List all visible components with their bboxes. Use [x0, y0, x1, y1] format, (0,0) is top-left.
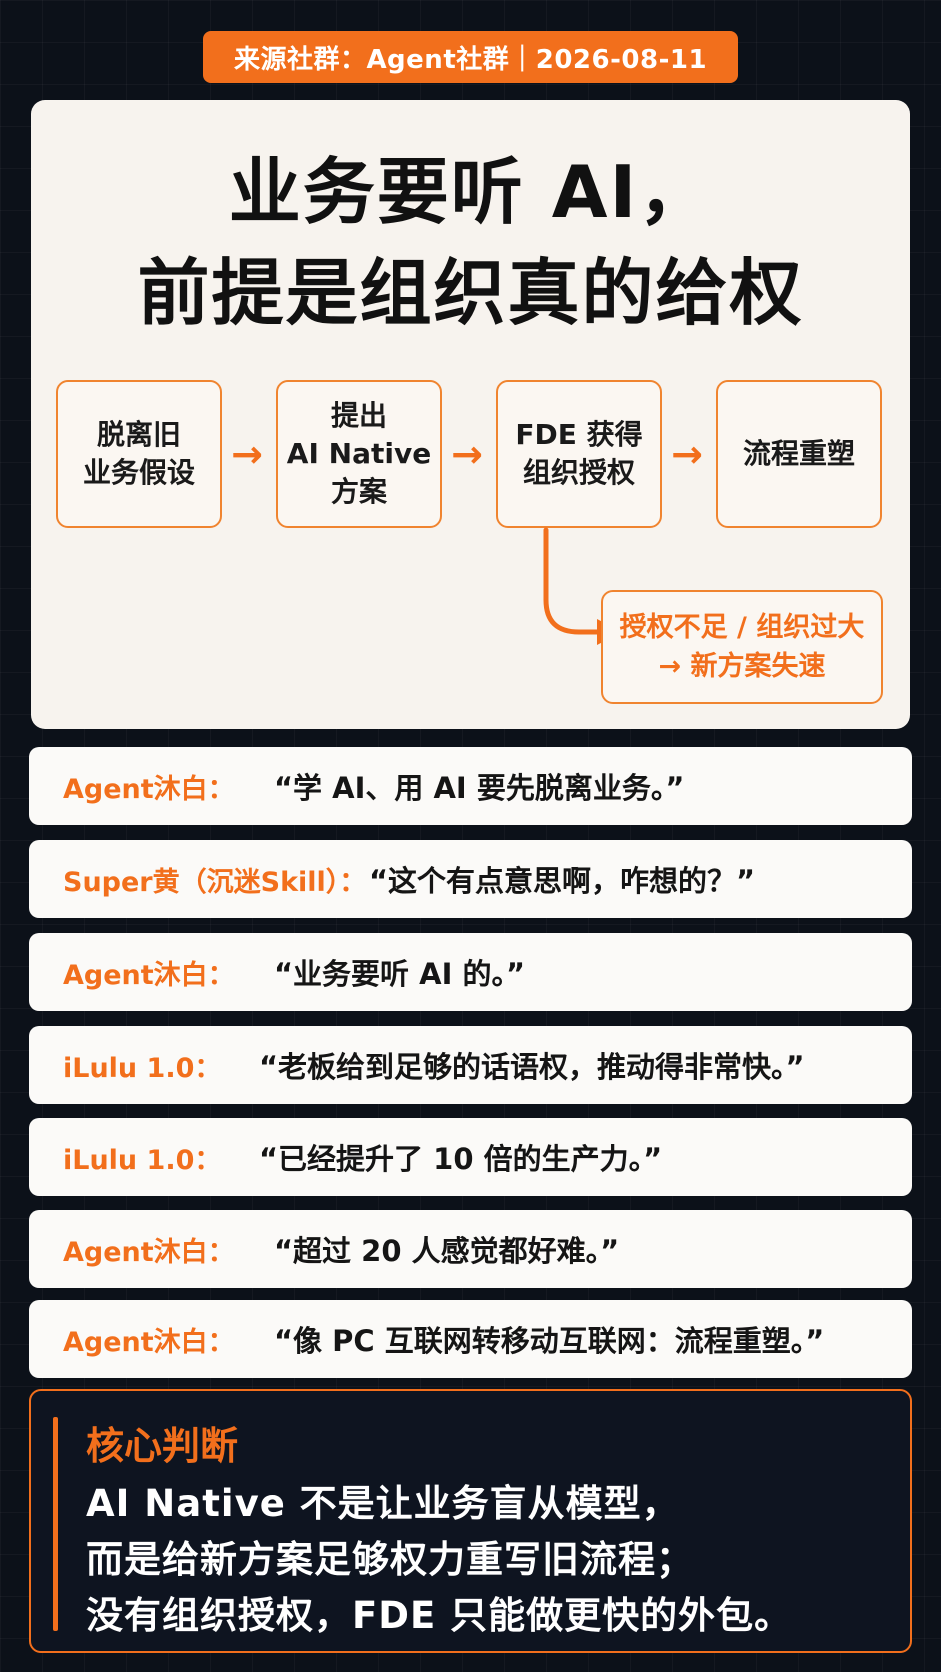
flow-step-fde-authorization: FDE 获得 组织授权	[496, 380, 662, 528]
warning-line-2: → 新方案失速	[658, 651, 826, 682]
core-line: AI Native 不是让业务盲从模型，	[86, 1482, 680, 1525]
flow-step-text: 脱离旧	[96, 418, 181, 452]
quote-text: “业务要听 AI 的。”	[274, 957, 526, 991]
quote-text: “老板给到足够的话语权，推动得非常快。”	[259, 1050, 805, 1084]
headline-line-1: 业务要听 AI，	[228, 150, 713, 234]
flow-step-text: 方案	[330, 474, 387, 508]
core-judgment-box: 核心判断 AI Native 不是让业务盲从模型， 而是给新方案足够权力重写旧流…	[29, 1389, 912, 1653]
quote-card: Agent沐白： “业务要听 AI 的。”	[29, 933, 912, 1011]
flow-step-text: 组织授权	[522, 456, 635, 489]
quote-speaker: Agent沐白：	[63, 773, 235, 805]
quote-text: “已经提升了 10 倍的生产力。”	[259, 1142, 663, 1176]
quote-card: Agent沐白： “像 PC 互联网转移动互联网：流程重塑。”	[29, 1300, 912, 1378]
core-line: 没有组织授权，FDE 只能做更快的外包。	[86, 1594, 793, 1637]
quote-speaker: Agent沐白：	[63, 1236, 235, 1268]
quote-speaker: Super黄（沉迷Skill）：	[63, 866, 367, 898]
flow-step-text: 业务假设	[82, 456, 195, 489]
headline-line-2: 前提是组织真的给权	[137, 251, 804, 335]
source-tag: 来源社群：Agent社群｜2026-08-11	[203, 31, 738, 83]
quote-speaker: Agent沐白：	[63, 1326, 235, 1358]
quote-text: “学 AI、用 AI 要先脱离业务。”	[274, 771, 685, 805]
quote-card: iLulu 1.0： “已经提升了 10 倍的生产力。”	[29, 1118, 912, 1196]
flow-step-leave-old-assumptions: 脱离旧 业务假设	[56, 380, 222, 528]
flow-step-text: 流程重塑	[742, 437, 855, 471]
flow-step-text: AI Native	[286, 437, 432, 471]
quote-card: Agent沐白： “学 AI、用 AI 要先脱离业务。”	[29, 747, 912, 825]
flow-step-ai-native-plan: 提出 AI Native 方案	[276, 380, 442, 528]
branch-warning-box: 授权不足 / 组织过大 → 新方案失速	[601, 590, 883, 704]
accent-bar	[53, 1417, 58, 1631]
quote-text: “像 PC 互联网转移动互联网：流程重塑。”	[274, 1324, 825, 1358]
quote-card: Super黄（沉迷Skill）： “这个有点意思啊，咋想的？”	[29, 840, 912, 918]
core-line: 而是给新方案足够权力重写旧流程；	[86, 1538, 694, 1581]
arrow-right-icon: →	[451, 432, 483, 476]
warning-line-1: 授权不足 / 组织过大	[619, 611, 865, 643]
quote-speaker: iLulu 1.0：	[63, 1144, 222, 1176]
quote-text: “超过 20 人感觉都好难。”	[274, 1234, 620, 1268]
quote-text: “这个有点意思啊，咋想的？”	[369, 864, 756, 898]
quote-card: iLulu 1.0： “老板给到足够的话语权，推动得非常快。”	[29, 1026, 912, 1104]
flow-step-text: FDE 获得	[515, 418, 643, 452]
arrow-right-icon: →	[671, 432, 703, 476]
core-title: 核心判断	[86, 1424, 239, 1468]
quote-speaker: Agent沐白：	[63, 959, 235, 991]
title-panel: 业务要听 AI， 前提是组织真的给权 脱离旧 业务假设 → 提出 AI Nati…	[31, 100, 910, 729]
flow-step-text: 提出	[330, 399, 387, 433]
quote-card: Agent沐白： “超过 20 人感觉都好难。”	[29, 1210, 912, 1288]
quote-speaker: iLulu 1.0：	[63, 1052, 222, 1084]
flow-step-process-reshape: 流程重塑	[716, 380, 882, 528]
arrow-right-icon: →	[231, 432, 263, 476]
